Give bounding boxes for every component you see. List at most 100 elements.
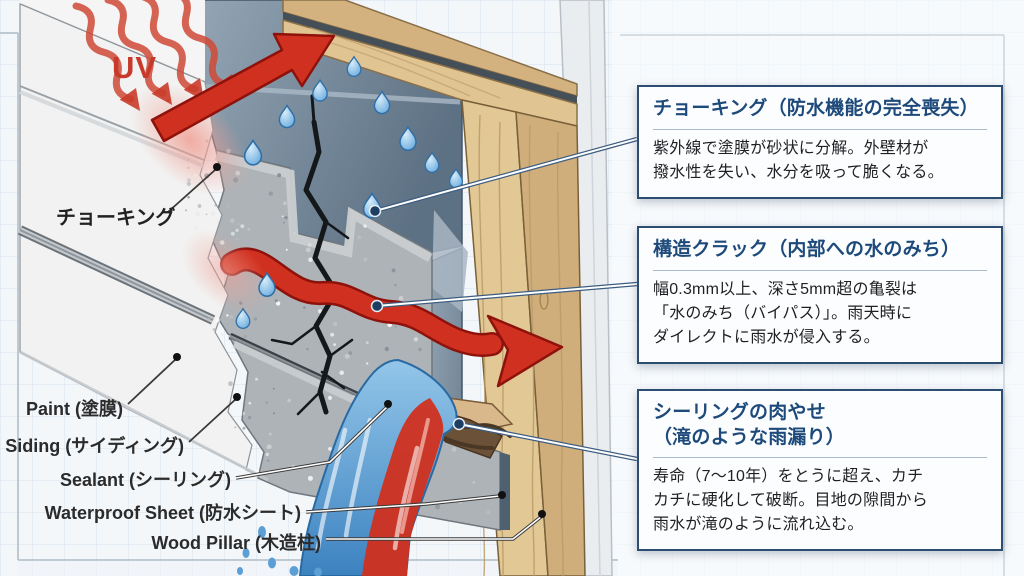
- speckle: [277, 173, 282, 178]
- speckle: [272, 412, 275, 415]
- speckle: [330, 332, 335, 337]
- speckle: [287, 398, 292, 403]
- speckle: [243, 334, 247, 339]
- speckle: [308, 257, 313, 263]
- label-sealant: Sealant (シーリング): [60, 469, 231, 490]
- speckle: [248, 416, 252, 420]
- speckle: [284, 216, 288, 220]
- speckle: [265, 452, 269, 457]
- speckle: [226, 205, 230, 208]
- callout-structural-crack: 構造クラック（内部への水のみち） 幅0.3mm以上、深さ5mm超の亀裂は 「水の…: [637, 226, 1003, 364]
- speckle: [212, 328, 216, 331]
- water-highlights: [315, 417, 420, 551]
- reflected-uv-arrow: [150, 32, 336, 143]
- speckle: [266, 444, 272, 450]
- chalking-label: チョーキング: [56, 205, 175, 229]
- speckle: [238, 447, 241, 450]
- label-waterproof-sheet: Waterproof Sheet (防水シート): [45, 502, 301, 523]
- speckle: [253, 317, 257, 321]
- label-siding: Siding (サイディング): [5, 435, 184, 456]
- label-paint: Paint (塗膜): [26, 398, 123, 419]
- anchor-dot-sealant: [452, 417, 466, 431]
- splash-drops: [237, 526, 322, 576]
- speckle: [226, 314, 229, 317]
- speckle: [283, 201, 287, 206]
- beam-gap: [283, 12, 577, 104]
- dot-sealant: [384, 400, 392, 408]
- speckle: [199, 78, 203, 82]
- speckle: [250, 441, 253, 443]
- callout-sealant-shrinkage: シーリングの肉やせ （滝のような雨漏り） 寿命（7～10年）をとうに超え、カチ …: [637, 389, 1003, 552]
- dot-wood-pillar: [538, 510, 546, 518]
- speckle: [327, 395, 333, 400]
- speckle: [333, 343, 336, 346]
- speckle: [234, 426, 237, 429]
- speckle: [418, 347, 422, 352]
- speckle: [268, 432, 272, 436]
- callout-crack-title: 構造クラック（内部への水のみち）: [653, 238, 987, 271]
- speckle: [328, 447, 332, 451]
- callout-sealant-body: 寿命（7～10年）をとうに超え、カチ カチに硬化して破断。目地の隙間から 雨水が…: [653, 468, 928, 534]
- speckle: [395, 325, 397, 328]
- label-wood-pillar: Wood Pillar (木造柱): [151, 532, 321, 553]
- callout-chalking: チョーキング（防水機能の完全喪失） 紫外線で塗膜が砂状に分解。外壁材が 撥水性を…: [637, 85, 1003, 199]
- speckle: [394, 284, 397, 287]
- speckle: [303, 306, 306, 309]
- speckle: [306, 347, 309, 351]
- speckle: [229, 314, 234, 319]
- callout-crack-body: 幅0.3mm以上、深さ5mm超の亀裂は 「水のみち（バイパス）」。雨天時に ダイ…: [653, 280, 918, 346]
- callout-sealant-title: シーリングの肉やせ （滝のような雨漏り）: [653, 401, 987, 459]
- speckle: [197, 204, 202, 208]
- speckle: [235, 228, 239, 232]
- speckle: [272, 387, 275, 390]
- speckle: [413, 337, 419, 342]
- speckle: [435, 504, 441, 510]
- uv-label: UV: [112, 50, 157, 85]
- speckle: [366, 362, 369, 365]
- sheet-fold: [432, 210, 468, 312]
- speckle: [333, 322, 338, 327]
- speckle: [384, 346, 389, 352]
- panel-bottom-edge: [19, 350, 269, 482]
- speckle: [214, 204, 217, 207]
- speckle: [317, 309, 323, 314]
- speckle: [283, 221, 285, 224]
- sheet-bottom-strip: [500, 452, 510, 530]
- speckle: [451, 447, 457, 452]
- speckle: [255, 377, 258, 381]
- dot-paint: [173, 353, 181, 361]
- pillar-grain: [478, 114, 564, 576]
- speckle: [398, 296, 404, 301]
- speckle: [363, 224, 367, 228]
- leader-lines: [127, 136, 638, 541]
- anchor-dot-chalking: [368, 204, 382, 218]
- callout-chalking-title: チョーキング（防水機能の完全喪失）: [653, 97, 987, 130]
- speckle: [215, 318, 220, 323]
- speckle: [248, 401, 252, 405]
- speckle: [363, 257, 368, 262]
- speckle: [255, 469, 260, 474]
- speckle: [205, 213, 208, 216]
- speckle: [307, 243, 312, 247]
- speckle: [230, 218, 235, 223]
- speckle: [285, 248, 288, 251]
- speckle: [228, 381, 233, 387]
- speckle: [237, 223, 240, 225]
- speckle: [267, 459, 270, 462]
- speckle: [305, 247, 311, 253]
- speckle: [486, 510, 491, 515]
- callout-leaders: [368, 136, 638, 462]
- material-leaders: [127, 163, 546, 541]
- leaking-waterfall: [237, 358, 458, 576]
- speckle: [265, 401, 268, 404]
- speckle: [268, 191, 274, 196]
- speckle: [247, 228, 251, 231]
- speckle: [344, 353, 350, 359]
- arrowhead-right: [486, 314, 564, 388]
- speckle: [242, 426, 246, 430]
- material-labels: チョーキング Paint (塗膜) Siding (サイディング) Sealan…: [5, 205, 321, 553]
- speckle: [184, 209, 188, 212]
- speckle: [230, 231, 235, 236]
- speckle: [207, 317, 211, 322]
